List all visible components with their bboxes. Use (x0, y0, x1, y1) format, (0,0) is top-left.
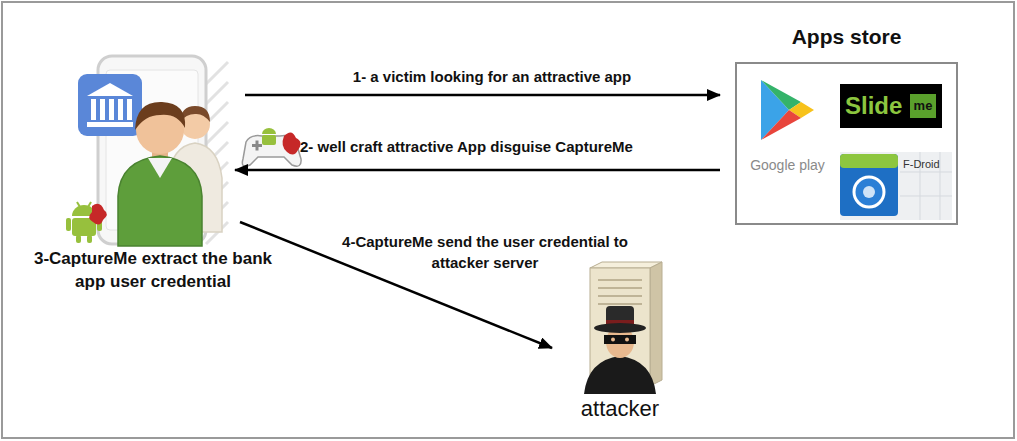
edge-label: 1- a victim looking for an attractive ap… (292, 66, 692, 87)
attacker-server: attacker (560, 262, 680, 422)
map-background (840, 152, 952, 220)
attacker-body (584, 356, 656, 394)
slideme-logo: Slideme (840, 84, 942, 128)
play-part (761, 80, 801, 110)
google-play-logo: Google play (745, 77, 830, 177)
bank-column (118, 99, 123, 120)
android-leg (76, 235, 81, 243)
node-text: F-Droid (903, 158, 940, 171)
fdroid-ring (854, 177, 884, 207)
play-part (761, 110, 801, 140)
bank-roof (87, 83, 133, 96)
app-store-box: Apps storeGoogle playSlidemeF-Droid (735, 62, 958, 225)
edge-label: 4-CaptureMe send the user credential to … (330, 231, 640, 273)
server-slots (598, 280, 642, 304)
mask-eye (611, 338, 615, 342)
play-triangle (759, 80, 815, 142)
fdroid-logo: F-Droid (840, 152, 952, 220)
fdroid-band (840, 154, 898, 168)
flow-arrow (235, 169, 720, 172)
node-text: Apps store (737, 24, 956, 50)
hat-brim (594, 323, 646, 333)
android-arm (66, 218, 71, 231)
mask-eye (625, 338, 629, 342)
bank-column (91, 99, 96, 120)
bank-column (127, 99, 132, 120)
android-leg (87, 235, 92, 243)
map-grid (900, 152, 952, 220)
bank-base (87, 122, 133, 127)
victim-collar (148, 158, 172, 178)
bank-column (100, 99, 105, 120)
node-text: me (910, 94, 936, 118)
edge-label: 2- well craft attractive App disguise Ca… (300, 136, 740, 157)
server-side (650, 262, 662, 386)
flow-arrow (245, 94, 720, 97)
android-body (262, 135, 276, 145)
victim-phone: 3-CaptureMe extract the bank app user cr… (20, 50, 245, 290)
malware-bug (283, 132, 301, 154)
node-text: 3-CaptureMe extract the bank app user cr… (28, 247, 278, 293)
node-text: attacker (560, 396, 680, 422)
victim-body (118, 156, 202, 246)
bank-column (109, 99, 114, 120)
node-text: Google play (745, 157, 830, 173)
malware-bug (89, 204, 107, 225)
fdroid-lens (863, 186, 875, 198)
victim-hair (135, 102, 185, 130)
attacker-mask (604, 335, 636, 344)
fdroid-tile (840, 154, 898, 216)
android-head (262, 128, 276, 134)
controller-dpad (256, 141, 259, 151)
node-text: Slide (845, 91, 902, 121)
bank-app-icon (78, 74, 142, 136)
